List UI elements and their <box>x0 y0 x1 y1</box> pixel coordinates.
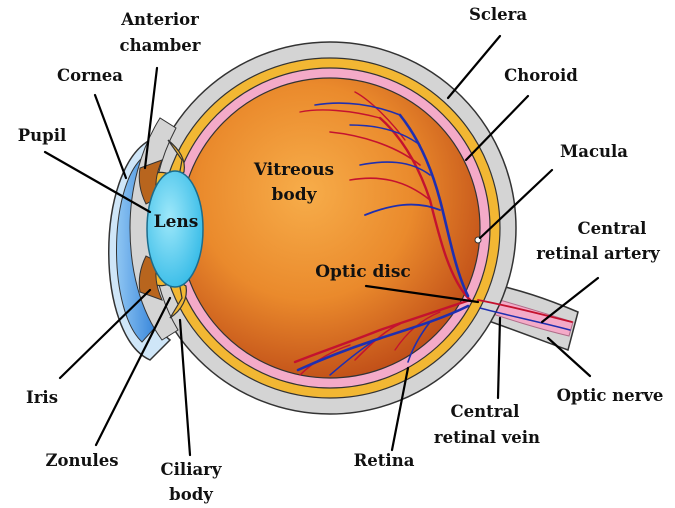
label-vitreous-body-line1: Vitreous <box>253 160 334 180</box>
leader-central-retinal-vein <box>498 318 500 398</box>
label-anterior-chamber-line2: chamber <box>120 36 201 55</box>
label-ciliary-body-line1: Ciliary <box>161 460 222 479</box>
leader-cornea <box>95 95 126 178</box>
label-ciliary-body-line2: body <box>169 485 213 504</box>
label-optic-nerve: Optic nerve <box>557 386 664 405</box>
vitreous-body-shape <box>180 78 480 378</box>
label-retina: Retina <box>354 451 415 470</box>
label-zonules: Zonules <box>45 451 118 470</box>
label-optic-disc: Optic disc <box>315 262 411 282</box>
label-central-retinal-artery-line2: retinal artery <box>536 244 660 263</box>
label-central-retinal-artery-line1: Central <box>578 219 647 238</box>
leader-sclera <box>448 36 500 98</box>
label-choroid: Choroid <box>504 66 578 85</box>
label-iris: Iris <box>26 388 58 407</box>
label-vitreous-body-line2: body <box>272 185 318 205</box>
label-macula: Macula <box>560 142 628 161</box>
label-sclera: Sclera <box>469 5 527 24</box>
label-central-retinal-vein-line2: retinal vein <box>434 428 540 447</box>
label-lens: Lens <box>154 212 199 232</box>
label-anterior-chamber-line1: Anterior <box>120 10 199 29</box>
label-central-retinal-vein-line1: Central <box>451 402 520 421</box>
label-cornea: Cornea <box>57 66 123 85</box>
label-pupil: Pupil <box>18 126 66 145</box>
